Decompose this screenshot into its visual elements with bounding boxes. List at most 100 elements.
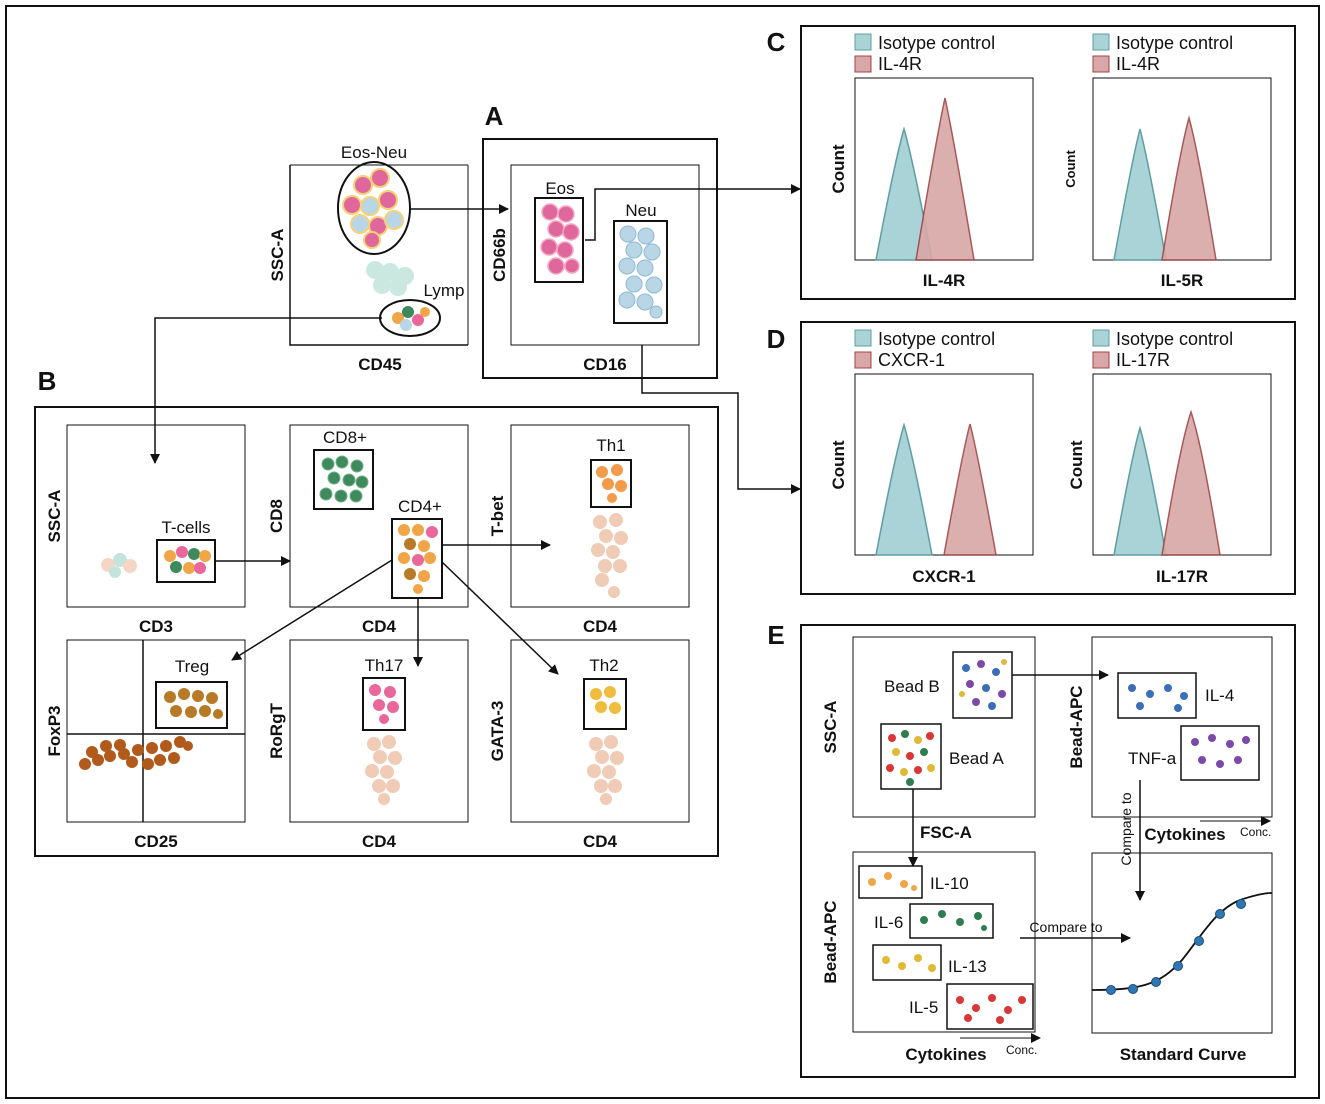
e-plot-standard-curve: Standard Curve	[1091, 852, 1273, 1064]
panel-b-box	[34, 406, 719, 857]
gate-il6	[909, 903, 994, 939]
gate-neu	[613, 220, 668, 324]
e3-xlabel: Cytokines	[905, 1045, 986, 1064]
standard-curve-line	[1091, 892, 1273, 991]
d1-xlabel: CXCR-1	[912, 567, 975, 586]
gate-bead-b	[952, 651, 1013, 719]
b4-ylabel: FoxP3	[45, 705, 64, 756]
d2-legend-stain: IL-17R	[1116, 350, 1170, 370]
c1-xlabel: IL-4R	[923, 271, 966, 290]
outer-frame	[5, 5, 1320, 1099]
gate-th2-label: Th2	[589, 656, 618, 675]
c2-legend-stain: IL-4R	[1116, 54, 1160, 74]
gate-th17	[362, 677, 406, 731]
curve-point	[1106, 985, 1116, 995]
curve-point	[1173, 961, 1183, 971]
arrow-cd4-to-treg	[231, 559, 393, 661]
e-plot-beads: SSC-A FSC-A Bead B Bead A	[821, 636, 1036, 842]
arrow-neu-to-d	[641, 345, 801, 494]
gate-treg-label: Treg	[175, 657, 209, 676]
e3-conc: Conc.	[1006, 1043, 1037, 1057]
c1-ylabel: Count	[829, 144, 848, 193]
e2-ylabel: Bead-APC	[1067, 685, 1086, 768]
curve-point	[1151, 977, 1161, 987]
b6-xlabel: CD4	[583, 832, 618, 851]
gate-il10	[858, 865, 923, 899]
c2-ylabel: Count	[1063, 150, 1078, 188]
curve-point	[1128, 984, 1138, 994]
bead-a-label: Bead A	[949, 749, 1004, 768]
panel-c-box	[800, 25, 1296, 300]
il5-label: IL-5	[909, 998, 938, 1017]
b-plot-th17: RoRgT CD4 Th17	[267, 639, 469, 851]
d-hist-il17r: Isotype control IL-17R Count IL-17R	[1067, 329, 1272, 586]
top-plot: SSC-A CD45 Eos-Neu Lymp	[268, 143, 469, 374]
top-plot-xlabel: CD45	[358, 355, 401, 374]
e1-xlabel: FSC-A	[920, 823, 972, 842]
d1-legend-stain: CXCR-1	[878, 350, 945, 370]
panel-a-xlabel: CD16	[583, 355, 626, 374]
e4-xlabel: Standard Curve	[1120, 1045, 1247, 1064]
b-plot-th1: T-bet CD4 Th1	[488, 424, 690, 636]
b5-xlabel: CD4	[362, 832, 397, 851]
gate-neu-label: Neu	[625, 201, 656, 220]
b2-ylabel: CD8	[267, 499, 286, 533]
il4-label: IL-4	[1205, 686, 1234, 705]
e3-ylabel: Bead-APC	[821, 900, 840, 983]
il10-label: IL-10	[930, 874, 969, 893]
arrow-cd4-to-th2	[441, 561, 559, 675]
gate-eos-neu-label: Eos-Neu	[341, 143, 407, 162]
b3-ylabel: T-bet	[488, 495, 507, 536]
b1-ylabel: SSC-A	[45, 490, 64, 543]
panel-e-box	[800, 624, 1296, 1078]
b4-xlabel: CD25	[134, 832, 177, 851]
d2-xlabel: IL-17R	[1156, 567, 1208, 586]
eos-cells	[540, 203, 580, 275]
panel-a-box	[482, 138, 718, 379]
arrow-lymp-to-b	[150, 317, 382, 464]
gate-eos-neu	[337, 161, 411, 255]
il6-label: IL-6	[874, 913, 903, 932]
lymp-cells	[392, 306, 430, 331]
b-plot-th2: GATA-3 CD4 Th2	[488, 639, 690, 851]
panel-a-ylabel: CD66b	[490, 228, 509, 282]
e2-xlabel: Cytokines	[1144, 825, 1225, 844]
gate-th17-label: Th17	[365, 656, 404, 675]
b6-ylabel: GATA-3	[488, 701, 507, 762]
d2-ylabel: Count	[1067, 440, 1086, 489]
gate-tcells-label: T-cells	[161, 518, 210, 537]
c-hist-il5r: Isotype control IL-4R Count IL-5R	[1063, 33, 1272, 290]
gate-cd4-label: CD4+	[398, 497, 442, 516]
gate-il13	[872, 944, 942, 981]
b3-xlabel: CD4	[583, 617, 618, 636]
e2-conc: Conc.	[1240, 825, 1271, 839]
bead-b-label: Bead B	[884, 677, 940, 696]
c-hist-il4r: Isotype control IL-4R Count IL-4R	[829, 33, 1034, 290]
gate-th1-label: Th1	[596, 436, 625, 455]
d-hist-cxcr1: Isotype control CXCR-1 Count CXCR-1	[829, 329, 1034, 586]
gate-th1	[590, 459, 632, 508]
arrow-eos-to-c	[585, 184, 801, 241]
eos-neu-cells	[342, 168, 404, 249]
b5-ylabel: RoRgT	[267, 703, 286, 759]
e-plot-bead-a-cytokines: Bead-APC Cytokines Conc. IL-10 IL-6 IL-1…	[821, 851, 1041, 1064]
panel-a-plot: CD66b CD16 Eos Neu	[490, 164, 700, 374]
e-plot-bead-b-cytokines: Bead-APC Cytokines Conc. IL-4 TNF-a Comp…	[1067, 636, 1273, 866]
top-plot-ylabel: SSC-A	[268, 229, 287, 282]
curve-point	[1194, 936, 1204, 946]
gate-il5	[946, 983, 1034, 1030]
b2-xlabel: CD4	[362, 617, 397, 636]
gate-tnfa	[1180, 725, 1260, 781]
panel-d-box	[800, 321, 1296, 595]
gate-lymp	[379, 299, 441, 337]
b-plot-cd4-cd8: CD8 CD4 CD8+ CD4+	[267, 424, 469, 636]
e1-ylabel: SSC-A	[821, 701, 840, 754]
gate-eos	[534, 197, 584, 283]
gate-bead-a	[880, 723, 942, 790]
neu-cells	[618, 225, 663, 319]
curve-point	[1236, 899, 1246, 909]
b1-xlabel: CD3	[139, 617, 173, 636]
c2-legend-isotype: Isotype control	[1116, 33, 1233, 53]
gate-cd8-label: CD8+	[323, 428, 367, 447]
